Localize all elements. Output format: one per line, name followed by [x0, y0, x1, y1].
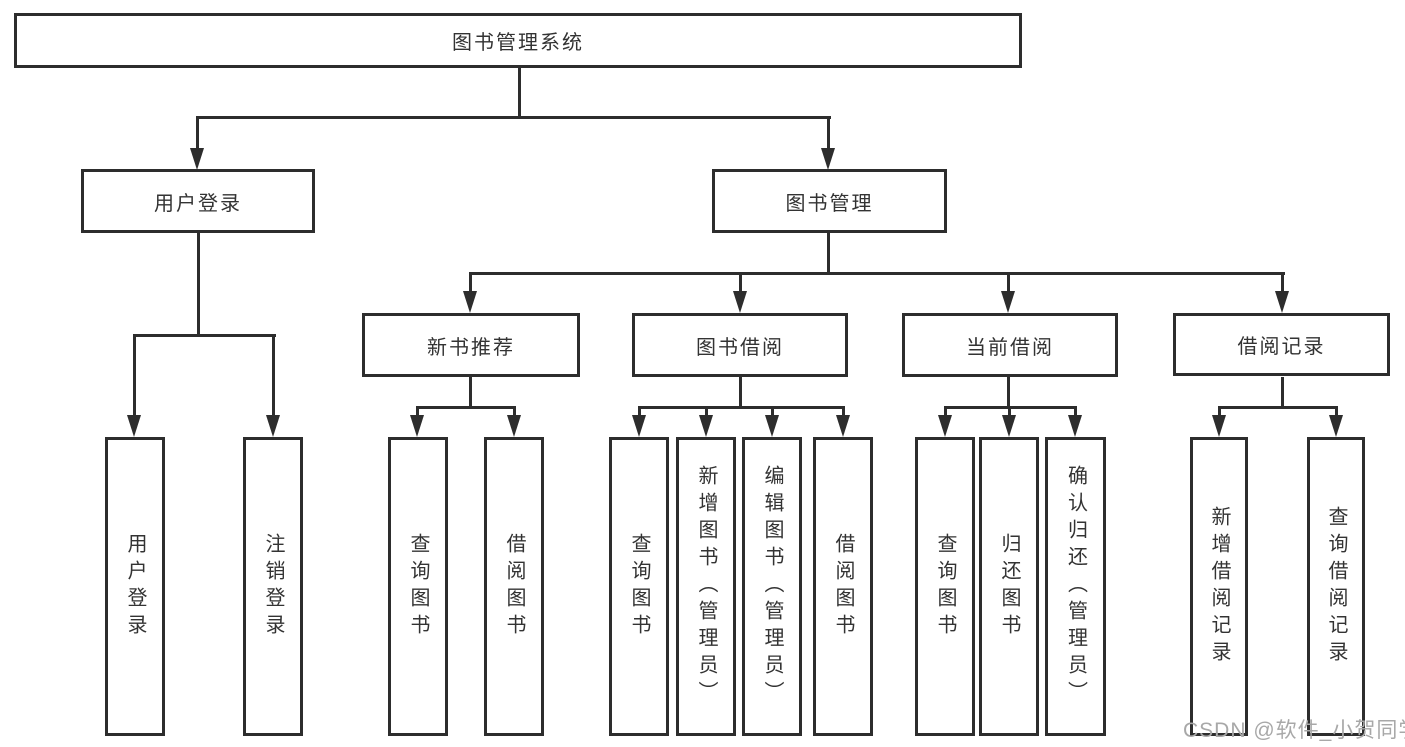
- arrowhead-nb-borrow: [507, 415, 521, 437]
- node-root-label: 图书管理系统: [452, 32, 584, 54]
- arrowhead-book-management: [821, 148, 835, 170]
- connector-book-management-stem: [827, 233, 830, 275]
- leaf-edit-book-admin-label: 编辑图书（管理员）: [761, 465, 783, 708]
- connector-drop-user-login: [196, 116, 199, 152]
- connector-drop-br-add: [1218, 406, 1221, 422]
- leaf-query-book-recommend: 查询图书: [388, 437, 448, 736]
- leaf-edit-book-admin: 编辑图书（管理员）: [742, 437, 802, 736]
- leaf-add-borrow-record: 新增借阅记录: [1190, 437, 1248, 736]
- connector-drop-bb-borrow: [842, 406, 845, 422]
- leaf-return-book: 归还图书: [979, 437, 1039, 736]
- connector-borrow-record-stem: [1281, 377, 1284, 408]
- node-book-borrow: 图书借阅: [632, 313, 848, 377]
- leaf-query-borrow-record: 查询借阅记录: [1307, 437, 1365, 736]
- leaf-borrow-book-recommend-label: 借阅图书: [503, 532, 525, 641]
- arrowhead-bb-query: [632, 415, 646, 437]
- connector-drop-logout-leaf: [272, 334, 275, 420]
- connector-drop-br-query: [1335, 406, 1338, 422]
- connector-drop-new-book: [469, 272, 472, 297]
- node-current-borrow: 当前借阅: [902, 313, 1118, 377]
- leaf-user-login: 用户登录: [105, 437, 165, 736]
- node-borrow-record: 借阅记录: [1173, 313, 1390, 376]
- arrowhead-new-book: [463, 291, 477, 313]
- leaf-query-book-recommend-label: 查询图书: [407, 532, 429, 641]
- connector-drop-cb-confirm: [1074, 406, 1077, 422]
- leaf-query-borrow-record-label: 查询借阅记录: [1325, 505, 1347, 668]
- connector-drop-nb-borrow: [513, 406, 516, 422]
- leaf-query-book-borrow-label: 查询图书: [628, 532, 650, 641]
- leaf-logout-label: 注销登录: [262, 532, 284, 641]
- connector-drop-nb-query: [416, 406, 419, 422]
- arrowhead-bb-edit: [765, 415, 779, 437]
- node-user-login-label: 用户登录: [154, 192, 242, 215]
- arrowhead-br-query: [1329, 415, 1343, 437]
- leaf-user-login-label: 用户登录: [124, 532, 146, 641]
- leaf-query-book-current-label: 查询图书: [934, 532, 956, 641]
- arrowhead-br-add: [1212, 415, 1226, 437]
- connector-root-stem: [518, 68, 521, 118]
- node-current-borrow-label: 当前借阅: [966, 336, 1054, 359]
- leaf-confirm-return-admin-label: 确认归还（管理员）: [1064, 465, 1087, 708]
- csdn-watermark: CSDN @软件_小贺同学: [1183, 719, 1405, 742]
- connector-level2-rail: [196, 116, 831, 119]
- arrowhead-nb-query: [410, 415, 424, 437]
- arrowhead-cb-return: [1002, 415, 1016, 437]
- arrowhead-user-login: [190, 148, 204, 170]
- connector-drop-cb-return: [1008, 406, 1011, 422]
- connector-drop-bb-query: [638, 406, 641, 422]
- arrowhead-cb-confirm: [1068, 415, 1082, 437]
- connector-drop-book-management: [827, 116, 830, 152]
- node-new-book-recommend: 新书推荐: [362, 313, 580, 377]
- node-new-book-recommend-label: 新书推荐: [427, 336, 515, 359]
- connector-borrow-record-rail: [1218, 406, 1338, 409]
- connector-user-login-rail: [133, 334, 276, 337]
- connector-user-login-stem: [197, 230, 200, 337]
- arrowhead-logout-leaf: [266, 415, 280, 437]
- node-user-login: 用户登录: [81, 169, 315, 233]
- leaf-borrow-book: 借阅图书: [813, 437, 873, 736]
- leaf-add-borrow-record-label: 新增借阅记录: [1208, 505, 1230, 668]
- connector-drop-bb-add: [705, 406, 708, 422]
- arrowhead-current-borrow: [1001, 291, 1015, 313]
- connector-drop-current-borrow: [1007, 272, 1010, 297]
- arrowhead-login-leaf: [127, 415, 141, 437]
- leaf-query-book-current: 查询图书: [915, 437, 975, 736]
- node-root-system: 图书管理系统: [14, 13, 1022, 68]
- connector-new-book-rail: [416, 406, 516, 409]
- connector-drop-login-leaf: [133, 334, 136, 420]
- connector-drop-borrow-record: [1281, 272, 1284, 297]
- connector-current-borrow-stem: [1007, 377, 1010, 408]
- arrowhead-bb-borrow: [836, 415, 850, 437]
- leaf-confirm-return-admin: 确认归还（管理员）: [1045, 437, 1106, 736]
- leaf-add-book-admin-label: 新增图书（管理员）: [695, 465, 717, 708]
- node-book-management-label: 图书管理: [785, 192, 874, 215]
- arrowhead-bb-add: [699, 415, 713, 437]
- leaf-borrow-book-recommend: 借阅图书: [484, 437, 544, 736]
- leaf-return-book-label: 归还图书: [998, 532, 1020, 641]
- arrowhead-borrow-record: [1275, 291, 1289, 313]
- connector-new-book-stem: [469, 377, 472, 408]
- leaf-borrow-book-label: 借阅图书: [832, 532, 854, 641]
- node-borrow-record-label: 借阅记录: [1237, 336, 1326, 358]
- leaf-query-book-borrow: 查询图书: [609, 437, 669, 736]
- node-book-borrow-label: 图书借阅: [696, 336, 784, 359]
- connector-drop-book-borrow: [739, 272, 742, 297]
- connector-level3-rail: [469, 272, 1285, 275]
- node-book-management: 图书管理: [712, 169, 947, 233]
- leaf-add-book-admin: 新增图书（管理员）: [676, 437, 736, 736]
- leaf-logout: 注销登录: [243, 437, 303, 736]
- connector-drop-bb-edit: [771, 406, 774, 422]
- arrowhead-book-borrow: [733, 291, 747, 313]
- connector-book-borrow-rail: [638, 406, 845, 409]
- connector-drop-cb-query: [944, 406, 947, 422]
- arrowhead-cb-query: [938, 415, 952, 437]
- connector-book-borrow-stem: [739, 377, 742, 408]
